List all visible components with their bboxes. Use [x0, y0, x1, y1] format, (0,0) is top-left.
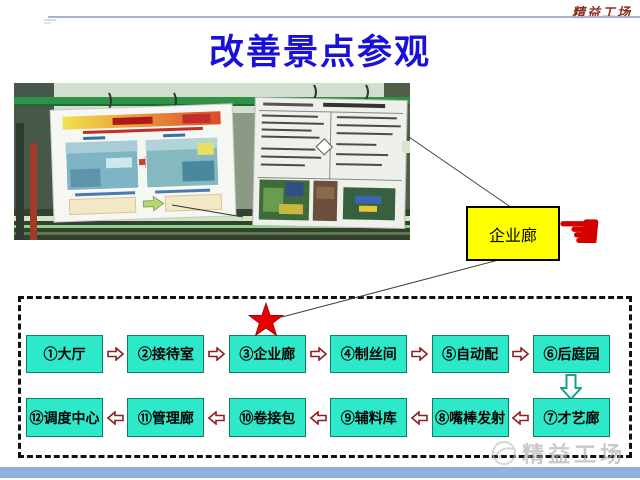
flow-arrow-down-icon: [560, 374, 582, 400]
tour-stop-2: ②接待室: [127, 335, 205, 373]
pointing-hand-icon: ☚: [556, 202, 603, 262]
tour-stop-12: ⑫调度中心: [26, 398, 103, 437]
page-title: 改善景点参观: [208, 33, 431, 72]
flow-arrow-right-icon: [309, 347, 327, 361]
tour-stop-9: ⑨辅料库: [330, 398, 408, 437]
watermark: 精益工场: [490, 438, 626, 468]
header-divider: [48, 16, 640, 18]
tour-stop-1: ①大厅: [26, 335, 103, 373]
tour-stop-10: ⑩卷接包: [228, 398, 306, 437]
tour-stop-11: ⑪管理廊: [127, 398, 205, 437]
flow-arrow-left-icon: [410, 410, 428, 425]
tour-route-row-2: ⑫调度中心 ⑪管理廊 ⑩卷接包 ⑨辅料库 ⑧嘴棒发射 ⑦才艺廊: [26, 398, 611, 437]
factory-boards-photo: [14, 83, 410, 240]
callout-box: 企业廊: [466, 206, 560, 261]
flow-arrow-left-icon: [106, 410, 124, 425]
callout-label: 企业廊: [488, 227, 537, 245]
flow-arrow-left-icon: [208, 410, 225, 425]
footer-bar: [0, 467, 640, 478]
tour-stop-5: ⑤自动配: [431, 335, 509, 373]
tour-stop-7: ⑦才艺廊: [533, 398, 611, 437]
flow-arrow-right-icon: [512, 347, 530, 361]
tour-stop-8: ⑧嘴棒发射: [431, 398, 509, 437]
watermark-text: 精益工场: [522, 442, 627, 467]
header-divider-tick: [44, 22, 51, 24]
star-icon: [247, 302, 285, 337]
tour-stop-6: ⑥后庭园: [533, 335, 611, 373]
tour-stop-3: ③企业廊: [228, 335, 306, 373]
flow-arrow-right-icon: [411, 347, 428, 361]
watermark-logo-icon: [492, 441, 516, 465]
tour-stop-4: ④制丝间: [330, 335, 408, 373]
flow-arrow-right-icon: [208, 347, 226, 361]
flow-arrow-left-icon: [309, 410, 327, 425]
brand-logo-text: 精益工场: [571, 5, 632, 20]
flow-arrow-right-icon: [106, 347, 124, 361]
flow-arrow-left-icon: [512, 410, 530, 425]
tour-route-row-1: ①大厅 ②接待室 ③企业廊 ④制丝间 ⑤自动配 ⑥后庭园: [26, 335, 611, 373]
header-divider-tick: [44, 19, 56, 21]
